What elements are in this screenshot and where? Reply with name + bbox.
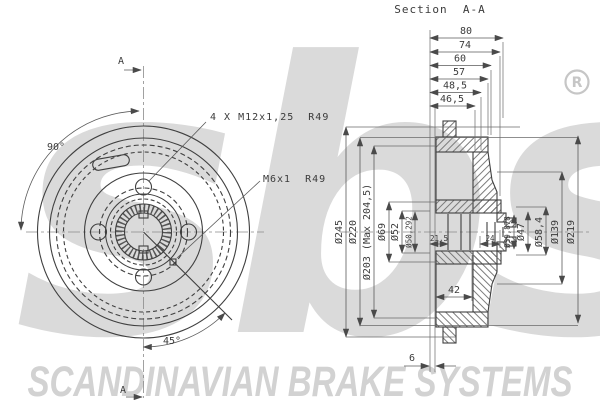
bolt-pattern-note: 4 X M12x1,25 R49 <box>210 112 329 123</box>
angle-45-label: 45° <box>163 336 181 347</box>
balance-hole-note: M6x1 R49 <box>263 174 326 185</box>
drum-circles <box>36 125 251 339</box>
watermark-layer: sbs R SCANDINAVIAN BRAKE SYSTEMS <box>15 0 600 400</box>
depth-dimension: 42 <box>435 255 473 301</box>
registered-r-glyph: R <box>572 75 583 91</box>
dia-58-4: Ø58,4 <box>533 217 545 247</box>
dia-245: Ø245 <box>333 220 345 244</box>
dim-21-5: 21,5 <box>430 234 448 243</box>
dia-39-878: Ø39,878 <box>503 216 512 248</box>
dim-48-5: 48,5 <box>443 81 467 92</box>
angle-90-arc <box>17 107 140 231</box>
section-view: Section A-A <box>340 3 592 372</box>
angle-90-label: 90° <box>47 142 65 153</box>
dim-24: 24 <box>485 234 495 243</box>
bearing-ring-hatch <box>115 204 172 260</box>
front-view: A A 90° 45° 4 X M12x1,25 R49 M6x1 R49 <box>17 56 329 400</box>
dim-46-5: 46,5 <box>440 94 464 105</box>
balance-hole-marker <box>169 258 177 266</box>
left-diameter-dimensions: Ø245 Ø220 Ø203 (Max 204,5) Ø69 Ø52 Ø50,2… <box>333 126 578 338</box>
dia-219: Ø219 <box>565 220 577 244</box>
bore-step-dimensions: 21,5 24 <box>429 230 501 248</box>
dim-74: 74 <box>459 40 471 51</box>
bolt-note-leader <box>148 121 207 182</box>
right-diameter-dimensions: Ø39,878 Ø47 Ø58,4 Ø139 Ø219 <box>497 135 582 324</box>
section-cut-marker-top: A <box>118 56 142 74</box>
section-title: Section A-A <box>394 3 485 16</box>
dia-139: Ø139 <box>549 220 561 244</box>
section-a-label-bottom: A <box>120 385 127 396</box>
angle-45-arc <box>142 312 226 351</box>
lip-dimension: 6 <box>404 353 456 370</box>
bore-notch-bottom <box>138 245 149 254</box>
dia-47: Ø47 <box>515 223 527 241</box>
dia-220: Ø220 <box>347 220 359 244</box>
brand-banner-watermark: SCANDINAVIAN BRAKE SYSTEMS <box>28 358 573 400</box>
sbs-logo-watermark: sbs <box>15 0 600 400</box>
dim-60: 60 <box>454 54 466 65</box>
dim-57: 57 <box>453 67 465 78</box>
balance-note-leader <box>176 180 261 259</box>
section-cut-marker-bottom: A <box>120 385 143 400</box>
dim-42: 42 <box>448 285 460 296</box>
diagonal-45-line <box>143 231 233 321</box>
registered-trademark-icon: R <box>564 69 590 95</box>
drum-section-top-half <box>435 120 517 232</box>
dia-203-max: Ø203 (Max 204,5) <box>361 184 373 280</box>
dia-50-292: Ø50,292 <box>405 216 414 248</box>
width-dimension-chain: 80 74 60 57 48,5 46,5 <box>429 26 504 196</box>
section-a-label-top: A <box>118 56 125 67</box>
dim-80: 80 <box>460 26 472 37</box>
dimensions: 80 74 60 57 48,5 46,5 Ø245 Ø22 <box>333 26 582 370</box>
dia-69: Ø69 <box>376 223 388 241</box>
dim-6: 6 <box>409 353 415 364</box>
dia-52: Ø52 <box>389 223 401 241</box>
